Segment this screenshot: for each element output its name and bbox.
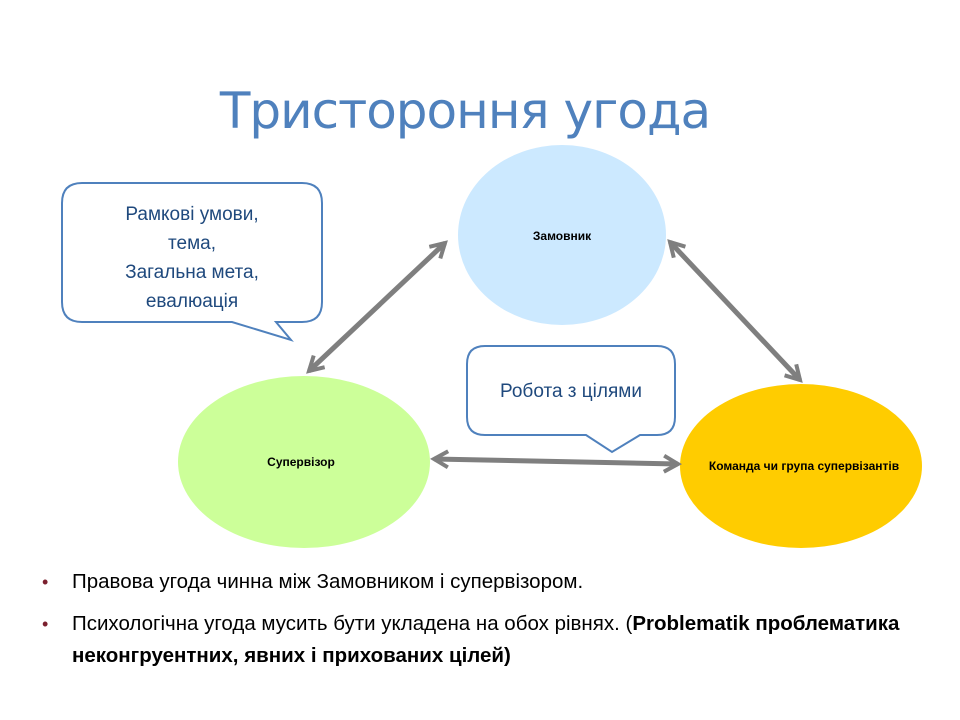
node-supervisor-label: Супервізор: [267, 455, 335, 469]
node-team: [680, 384, 922, 548]
slide-title: Тристороння угода: [219, 82, 711, 140]
arrow-client-supervisor: [306, 240, 448, 374]
bullet-item: • Правова угода чинна між Замовником і с…: [42, 566, 922, 598]
node-supervisor: [178, 376, 430, 548]
callout-framework-line: евалюація: [146, 291, 238, 312]
callout-framework-line: Загальна мета,: [125, 262, 259, 283]
callout-goals-text: Робота з цілями: [500, 381, 642, 402]
arrow-supervisor-team: [429, 449, 683, 474]
callout-framework-line: Рамкові умови,: [125, 204, 258, 225]
callout-framework-line: тема,: [168, 233, 216, 254]
bullet-list: • Правова угода чинна між Замовником і с…: [42, 566, 922, 682]
node-client-label: Замовник: [533, 229, 592, 243]
bullet-dot-icon: •: [42, 572, 49, 592]
bullet-bold-text: Problematik проблематика неконгруентних,…: [72, 612, 900, 667]
node-team-label: Команда чи група супервізантів: [709, 459, 899, 473]
bullet-dot-icon: •: [42, 614, 49, 634]
callout-framework-shape: [61, 182, 323, 342]
bullet-text: Правова угода чинна між Замовником і суп…: [72, 570, 584, 593]
node-client: [458, 145, 666, 325]
bullet-item: • Психологічна угода мусить бути укладен…: [42, 608, 922, 672]
arrow-client-team: [667, 239, 803, 383]
bullet-text: Психологічна угода мусить бути укладена …: [72, 612, 633, 635]
